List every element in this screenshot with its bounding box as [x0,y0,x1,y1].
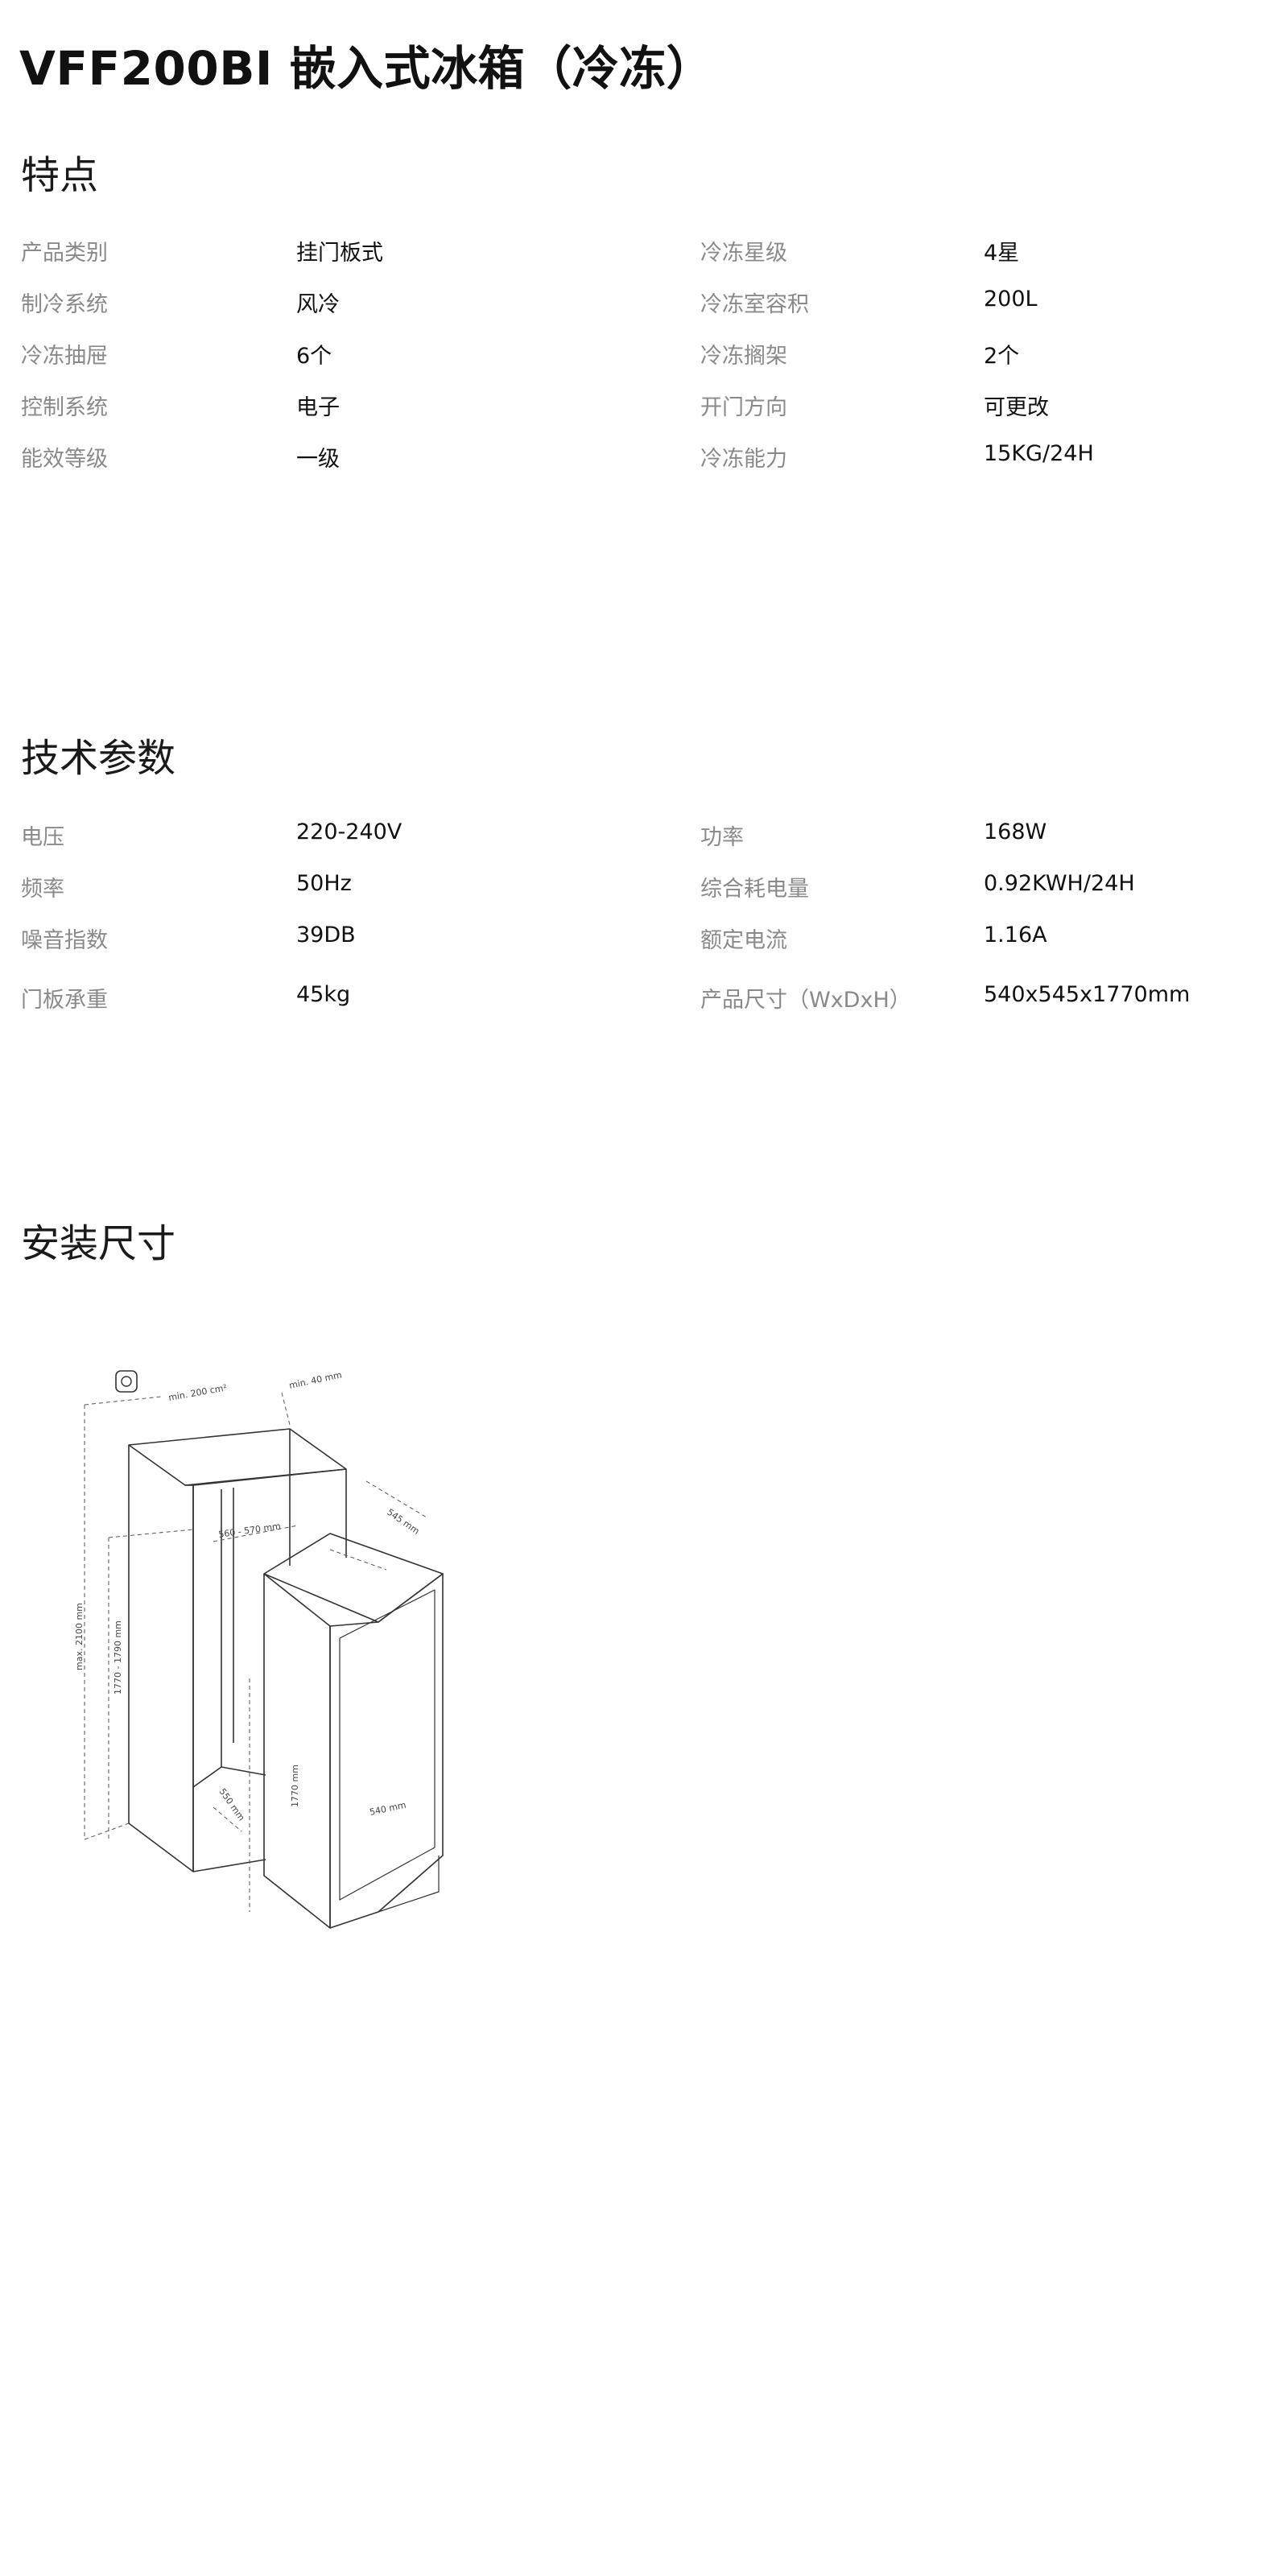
spec-value: 风冷 [296,292,340,317]
spec-label: 产品类别 [21,241,108,266]
spec-label: 电压 [21,825,64,850]
spec-value: 4星 [984,241,1020,266]
fridge-top [263,1533,444,1623]
spec-label: 冷冻抽屉 [21,344,108,369]
spec-value: 50Hz [296,871,352,896]
dim-label-width: 560 - 570 mm [218,1521,282,1540]
spec-label: 冷冻能力 [700,447,787,472]
install-heading: 安装尺寸 [21,1221,176,1266]
spec-label: 开门方向 [700,395,787,420]
dim-label-fridge-width: 540 mm [369,1800,407,1818]
spec-label: 门板承重 [21,988,108,1013]
dim-label-max-height: max. 2100 mm [74,1603,85,1670]
table-row: 频率 50Hz 综合耗电量 0.92KWH/24H [0,871,1288,903]
spec-value: 200L [984,287,1038,312]
fridge-side [263,1573,331,1929]
features-heading: 特点 [21,153,99,198]
spec-value: 220-240V [296,819,402,844]
ventilation-icon [115,1370,138,1393]
spec-label: 产品尺寸（WxDxH） [700,988,911,1013]
page-title: VFF200BI 嵌入式冰箱（冷冻） [19,41,714,96]
spec-label: 冷冻星级 [700,241,787,266]
installation-diagram: min. 200 cm² min. 40 mm 560 - 570 mm 545… [48,1356,467,1939]
spec-label: 功率 [700,825,744,850]
spec-value: 0.92KWH/24H [984,871,1135,896]
spec-label: 噪音指数 [21,928,108,953]
spec-label: 冷冻室容积 [700,292,809,317]
table-row: 门板承重 45kg 产品尺寸（WxDxH） 540x545x1770mm [0,982,1288,1014]
spec-value: 可更改 [984,395,1049,420]
spec-label: 制冷系统 [21,292,108,317]
dim-label-niche-depth: 550 mm [217,1786,247,1823]
dim-label-vent: min. 200 cm² [167,1382,228,1403]
table-row: 制冷系统 风冷 冷冻室容积 200L [0,287,1288,319]
spec-value: 540x545x1770mm [984,982,1191,1007]
cabinet-top [128,1428,347,1486]
spec-label: 冷冻搁架 [700,344,787,369]
spec-value: 15KG/24H [984,441,1094,466]
spec-value: 1.16A [984,923,1047,947]
table-row: 控制系统 电子 开门方向 可更改 [0,390,1288,422]
spec-label: 额定电流 [700,928,787,953]
spec-value: 一级 [296,447,340,472]
spec-value: 39DB [296,923,356,947]
table-row: 产品类别 挂门板式 冷冻星级 4星 [0,235,1288,267]
table-row: 冷冻抽屉 6个 冷冻搁架 2个 [0,338,1288,370]
spec-value: 2个 [984,344,1020,369]
spec-value: 168W [984,819,1047,844]
spec-value: 电子 [296,395,340,420]
fridge-door [339,1589,436,1901]
spec-label: 频率 [21,877,64,902]
spec-value: 6个 [296,344,332,369]
installation-drawing: min. 200 cm² min. 40 mm 560 - 570 mm 545… [74,1369,444,1929]
table-row: 噪音指数 39DB 额定电流 1.16A [0,923,1288,955]
table-row: 电压 220-240V 功率 168W [0,819,1288,852]
spec-label: 能效等级 [21,447,108,472]
cabinet-left-panel [128,1445,194,1872]
tech-heading: 技术参数 [21,736,176,781]
spec-value: 45kg [296,982,351,1007]
spec-label: 控制系统 [21,395,108,420]
dim-label-fridge-height: 1770 mm [290,1765,300,1807]
spec-value: 挂门板式 [296,241,383,266]
table-row: 能效等级 一级 冷冻能力 15KG/24H [0,441,1288,473]
fridge-front [329,1573,444,1929]
dim-label-height-range: 1770 - 1790 mm [113,1620,123,1695]
dim-label-gap: min. 40 mm [288,1369,343,1391]
spec-label: 综合耗电量 [700,877,809,902]
